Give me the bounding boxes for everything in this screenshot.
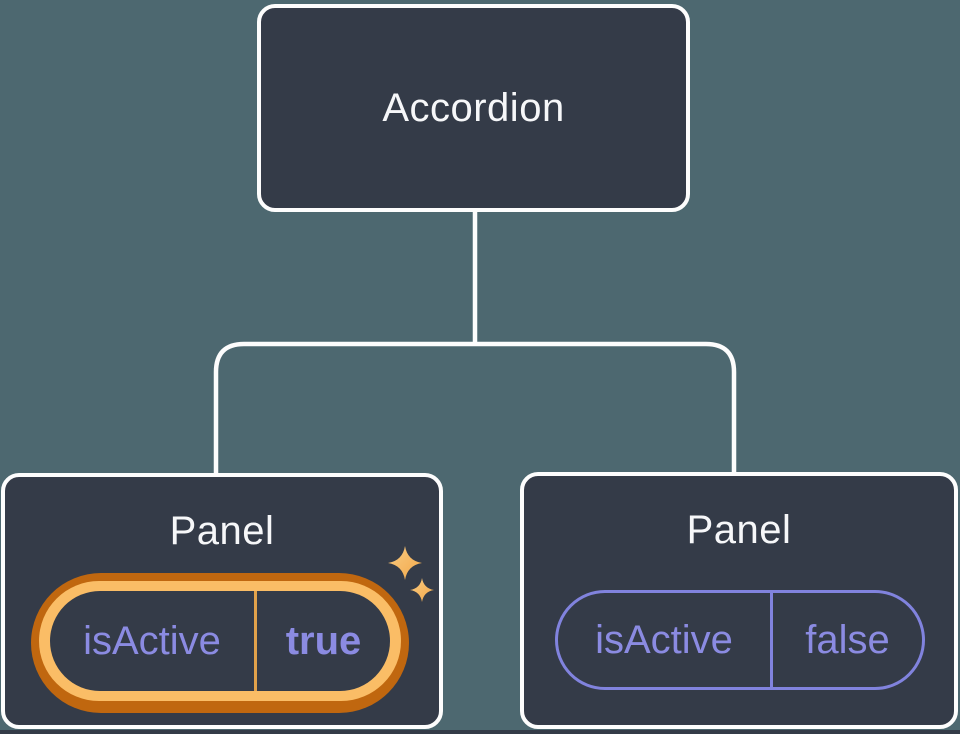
- component-node-accordion: Accordion: [257, 4, 690, 212]
- accordion-node-label: Accordion: [382, 85, 565, 130]
- component-node-panel-inactive: Panel isActive false: [520, 472, 958, 729]
- bottom-edge-strip: [0, 730, 960, 734]
- panel-inactive-label: Panel: [686, 508, 792, 552]
- state-value-active: true: [285, 618, 362, 663]
- state-pill-active: isActive true: [50, 591, 390, 691]
- state-name-inactive: isActive: [595, 617, 733, 662]
- sparkle-large: [388, 546, 422, 580]
- connector-children-bracket: [213, 341, 737, 474]
- state-pill-divider: [254, 591, 257, 691]
- state-pill-divider: [770, 593, 773, 687]
- state-pill-active-highlight-ring: isActive true: [31, 573, 409, 713]
- component-node-panel-active: Panel isActive true: [1, 473, 443, 729]
- state-pill-active-inner-ring: isActive true: [39, 581, 401, 701]
- panel-active-label: Panel: [169, 509, 275, 553]
- sparkle-small: [410, 578, 434, 602]
- sparkles-icon: [388, 546, 434, 602]
- state-value-inactive: false: [805, 617, 890, 662]
- state-pill-inactive: isActive false: [555, 590, 925, 690]
- state-name-active: isActive: [83, 618, 221, 663]
